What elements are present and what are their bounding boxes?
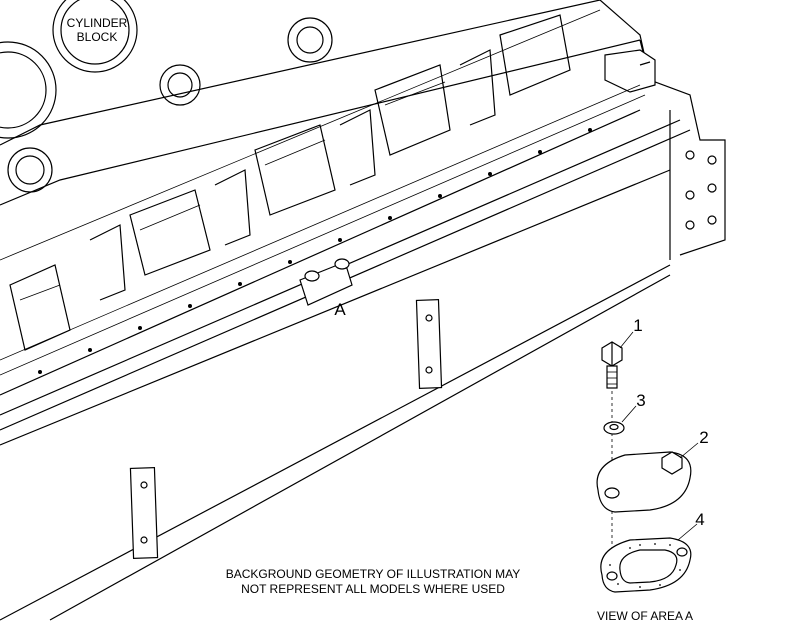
callout-4: 4 — [695, 510, 704, 529]
area-a-marker: A — [334, 300, 346, 319]
area-a-cover — [299, 258, 353, 306]
callout-1: 1 — [633, 316, 642, 335]
exploded-view-area-a — [596, 331, 699, 593]
disclaimer-line1: BACKGROUND GEOMETRY OF ILLUSTRATION MAY — [226, 567, 521, 581]
callout-3: 3 — [636, 391, 645, 410]
cylinder-block — [0, 0, 726, 431]
cover-plate-part — [596, 451, 692, 513]
disclaimer-line2: NOT REPRESENT ALL MODELS WHERE USED — [241, 582, 505, 596]
cylinder-block-label-line2: BLOCK — [77, 30, 118, 44]
washer-part — [603, 421, 625, 435]
callout-2: 2 — [699, 428, 708, 447]
gasket-part — [600, 537, 692, 593]
oil-pan-side — [0, 110, 671, 621]
bolt-part — [601, 341, 623, 389]
pan-rail-bolts — [38, 128, 592, 374]
cylinder-block-label-line1: CYLINDER — [67, 16, 128, 30]
view-caption: VIEW OF AREA A — [597, 609, 693, 623]
